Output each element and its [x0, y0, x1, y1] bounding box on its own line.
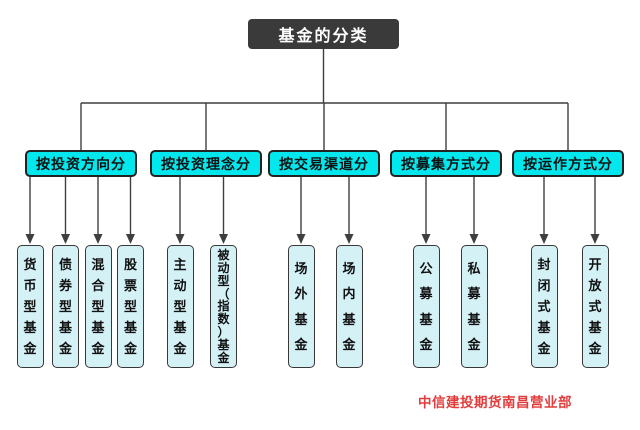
leaf-node-label: 封闭式基金	[537, 257, 551, 356]
leaf-node-3-0: 公募基金	[412, 245, 440, 368]
leaf-node-0-2: 混合型基金	[84, 245, 112, 368]
leaf-node-0-1: 债券型基金	[52, 245, 79, 368]
leaf-node-4-1: 开放式基金	[581, 245, 609, 368]
category-node-0: 按投资方向分	[25, 150, 137, 177]
leaf-node-1-0: 主动型基金	[166, 245, 194, 368]
category-node-label: 按交易渠道分	[279, 155, 369, 172]
category-node-4: 按运作方式分	[512, 150, 624, 177]
category-node-label: 按募集方式分	[401, 155, 491, 172]
leaf-node-1-1: 被动型（指数）基金	[210, 245, 237, 368]
leaf-node-label: 私募基金	[467, 261, 481, 352]
leaf-node-label: 主动型基金	[173, 257, 187, 356]
category-node-3: 按募集方式分	[390, 150, 502, 177]
watermark-text: 中信建投期货南昌营业部	[418, 395, 572, 410]
leaf-node-3-1: 私募基金	[460, 245, 488, 368]
root-node: 基金的分类	[248, 19, 399, 49]
leaf-node-2-1: 场内基金	[335, 245, 363, 368]
leaf-node-label: 场外基金	[294, 261, 308, 352]
category-node-2: 按交易渠道分	[268, 150, 380, 177]
leaf-node-0-3: 股票型基金	[117, 245, 144, 368]
leaf-node-label: 场内基金	[342, 261, 356, 352]
category-node-label: 按投资方向分	[36, 155, 126, 172]
root-node-label: 基金的分类	[278, 28, 369, 45]
leaf-node-4-0: 封闭式基金	[530, 245, 558, 368]
leaf-node-label: 被动型（指数）基金	[217, 247, 230, 366]
leaf-node-label: 开放式基金	[588, 257, 602, 356]
category-node-label: 按运作方式分	[523, 155, 613, 172]
leaf-node-0-0: 货币型基金	[16, 245, 44, 368]
leaf-node-label: 混合型基金	[91, 257, 105, 356]
category-node-label: 按投资理念分	[161, 155, 251, 172]
category-node-1: 按投资理念分	[150, 150, 262, 177]
leaf-node-2-0: 场外基金	[287, 245, 315, 368]
leaf-node-label: 公募基金	[419, 261, 433, 352]
leaf-node-label: 货币型基金	[23, 257, 37, 356]
leaf-node-label: 股票型基金	[123, 257, 137, 356]
leaf-node-label: 债券型基金	[58, 257, 72, 356]
